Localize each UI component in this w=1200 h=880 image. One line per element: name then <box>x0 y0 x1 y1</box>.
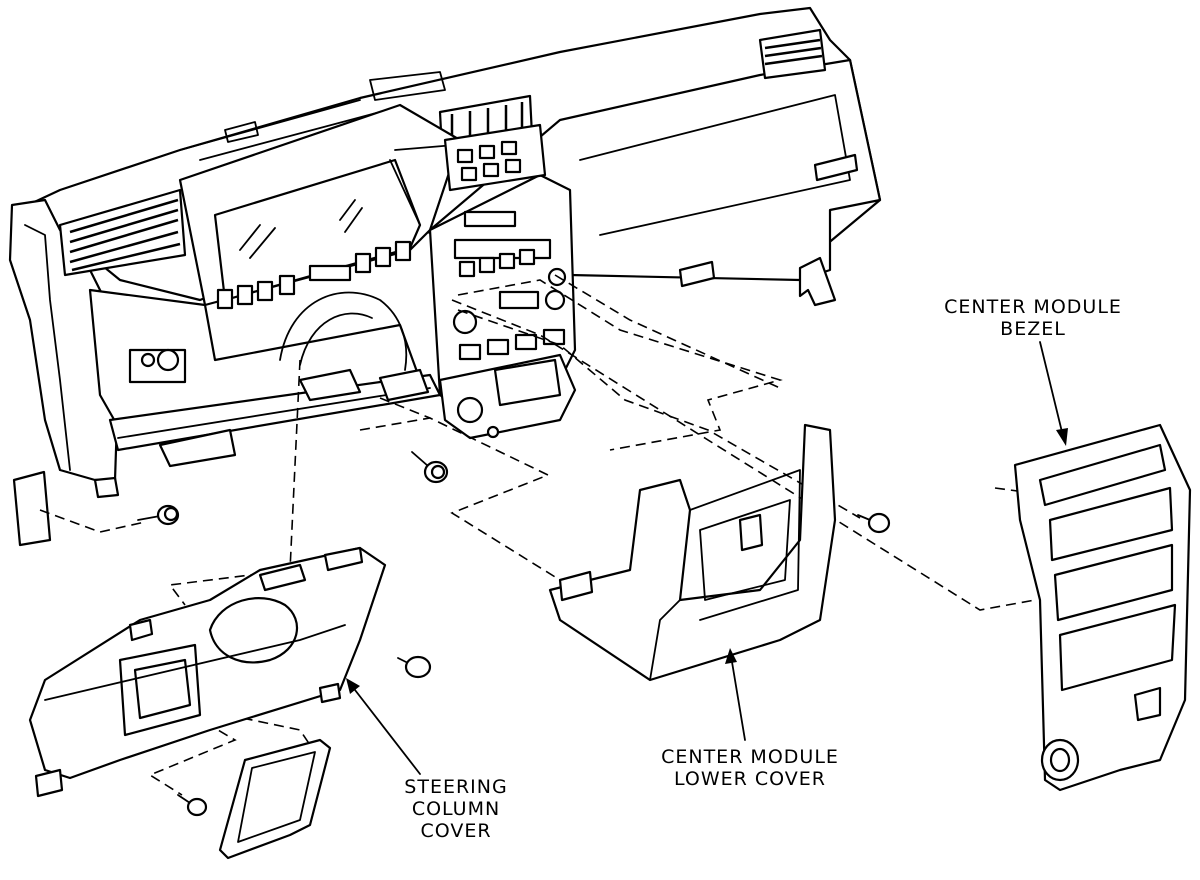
label-line: COVER <box>420 820 492 842</box>
leader-steering-cover <box>346 678 421 775</box>
screw-steering-cover <box>397 655 432 679</box>
screw-center-bracket <box>411 451 449 484</box>
screw-left-end <box>137 504 180 526</box>
center-module-lower-cover <box>548 423 837 682</box>
center-stack-controls <box>452 140 567 361</box>
label-line: CENTER MODULE <box>661 746 839 768</box>
label-line: CENTER MODULE <box>944 296 1122 318</box>
cluster-switches <box>216 240 412 310</box>
label-line: STEERING <box>404 776 508 798</box>
leader-lower-cover <box>725 648 746 741</box>
instrument-panel <box>8 6 882 547</box>
label-steering-column-cover: STEERING COLUMN COVER <box>392 776 520 842</box>
label-center-module-bezel: CENTER MODULE BEZEL <box>928 296 1138 340</box>
screw-access-panel <box>177 794 208 817</box>
center-module-bezel <box>1013 423 1192 792</box>
leader-bezel <box>1039 341 1068 446</box>
left-air-vent <box>69 198 181 272</box>
label-line: BEZEL <box>1000 318 1066 340</box>
steering-access-panel <box>218 738 332 860</box>
label-line: COLUMN <box>411 798 501 820</box>
right-air-vent <box>758 28 827 80</box>
label-center-module-lower-cover: CENTER MODULE LOWER COVER <box>640 746 860 790</box>
label-line: LOWER COVER <box>674 768 826 790</box>
headlamp-switch <box>128 348 187 384</box>
steering-column-cover <box>28 546 387 798</box>
screw-lower-cover-right <box>857 512 891 534</box>
